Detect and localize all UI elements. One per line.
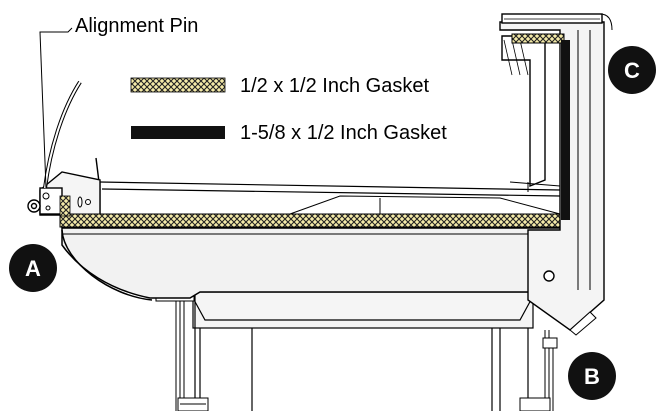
legend: 1/2 x 1/2 Inch Gasket 1-5/8 x 1/2 Inch G… xyxy=(130,75,447,144)
legend-swatch-crosshatch xyxy=(130,77,226,93)
callout-b: B xyxy=(568,352,616,400)
vertical-gasket-large xyxy=(561,40,570,220)
alignment-pin-label: Alignment Pin xyxy=(75,15,198,37)
bottom-gasket-small xyxy=(59,213,583,228)
callout-a: A xyxy=(9,244,57,292)
deck-body xyxy=(61,227,581,301)
legend-swatch-solid xyxy=(131,126,225,139)
callout-b-label: B xyxy=(584,364,600,389)
base-cabinet xyxy=(192,291,534,411)
alignment-pin xyxy=(43,80,82,189)
alignment-pin-callout: Alignment Pin xyxy=(39,15,198,189)
callout-c: C xyxy=(608,46,656,94)
right-legs xyxy=(519,330,558,411)
end-gasket-small xyxy=(59,195,71,217)
legend-label-large-gasket: 1-5/8 x 1/2 Inch Gasket xyxy=(240,122,447,144)
callout-c-label: C xyxy=(624,58,640,83)
callout-a-label: A xyxy=(25,256,41,281)
top-gasket-small xyxy=(511,33,565,44)
deck-top xyxy=(95,157,561,215)
legend-label-small-gasket: 1/2 x 1/2 Inch Gasket xyxy=(240,75,429,97)
